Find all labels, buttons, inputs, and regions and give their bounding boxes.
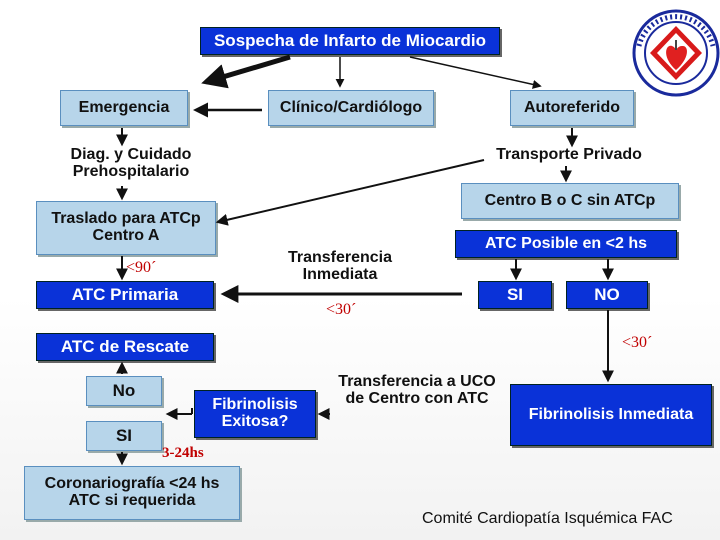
fibrinolisis-exitosa-box: Fibrinolisis Exitosa? [194,390,316,438]
emergencia-label: Emergencia [78,98,170,116]
transferencia-uco-text: Transferencia a UCO de Centro con ATC [322,373,512,408]
transferencia-line2: Inmediata [302,265,378,283]
time-3-24-label: 3-24hs [162,445,204,461]
traslado-line1: Traslado para ATCp [51,210,201,228]
time-90-label: <90´ [126,259,157,276]
no-top-label: NO [594,285,620,305]
centro-bc-label: Centro B o C sin ATCp [484,191,656,209]
fibrinolisis-line2: Exitosa? [221,413,289,430]
emergencia-box: Emergencia [60,90,188,126]
atc-primaria-label: ATC Primaria [71,285,179,305]
corona-line2: ATC si requerida [68,492,196,509]
si-box-label: SI [115,426,133,446]
transferencia-line1: Transferencia [287,249,393,266]
no-top-box: NO [566,281,648,309]
no-box-label: No [112,381,136,401]
time-30-fibrinolysis-label: <30´ [622,334,653,351]
time-30-transfer-label: <30´ [326,301,357,318]
fibrinolisis-inmediata-box: Fibrinolisis Inmediata [510,384,712,446]
centro-bc-box: Centro B o C sin ATCp [461,183,679,219]
arrow-title-to-emergencia [201,54,291,89]
transferencia-uco-line2: de Centro con ATC [345,389,489,407]
diag-line1: Diag. y Cuidado [70,146,192,163]
atc-posible-box: ATC Posible en <2 hs [455,230,677,258]
coronariografia-box: Coronariografía <24 hs ATC si requerida [24,466,240,520]
fibrinolisis-inmediata-label: Fibrinolisis Inmediata [528,405,694,423]
transferencia-text: Transferencia Inmediata [268,249,412,284]
arrow-transporte-to-traslado [215,159,485,226]
atc-rescate-box: ATC de Rescate [36,333,214,361]
traslado-box: Traslado para ATCp Centro A [36,201,216,255]
si-top-box: SI [478,281,552,309]
no-box: No [86,376,162,406]
transporte-label: Transporte Privado [496,146,642,163]
transporte-text: Transporte Privado [484,146,654,164]
clinico-label: Clínico/Cardiólogo [279,98,423,116]
si-box: SI [86,421,162,451]
heart-seal-logo [632,6,720,101]
fibrinolisis-line1: Fibrinolisis [212,396,298,414]
title-text: Sospecha de Infarto de Miocardio [213,31,487,51]
si-top-label: SI [506,285,524,305]
atc-primaria-box: ATC Primaria [36,281,214,309]
transferencia-uco-line1: Transferencia a UCO [338,373,496,390]
title-box: Sospecha de Infarto de Miocardio [200,27,500,55]
footer-credit: Comité Cardiopatía Isquémica FAC [422,510,673,527]
atc-rescate-label: ATC de Rescate [60,337,190,357]
diag-text: Diag. y Cuidado Prehospitalario [58,146,204,181]
clinico-box: Clínico/Cardiólogo [268,90,434,126]
autoreferido-box: Autoreferido [510,90,634,126]
traslado-line2: Centro A [92,227,160,244]
corona-line1: Coronariografía <24 hs [44,475,220,493]
autoreferido-label: Autoreferido [524,98,620,116]
atc-posible-label: ATC Posible en <2 hs [485,234,647,252]
arrow-title-to-autoreferido [409,56,542,89]
diag-line2: Prehospitalario [72,162,190,180]
